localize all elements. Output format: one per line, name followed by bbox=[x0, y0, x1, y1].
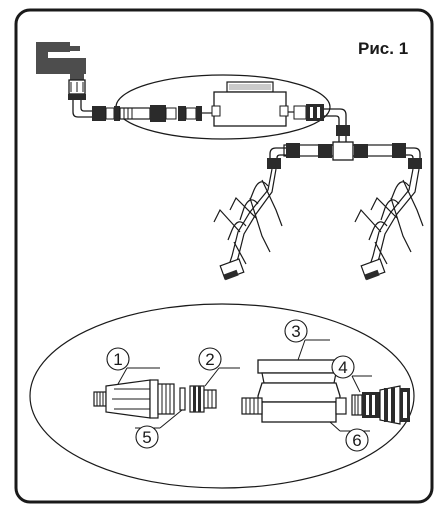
svg-text:1: 1 bbox=[113, 350, 122, 369]
drip-stake-cluster-right bbox=[354, 168, 424, 281]
svg-text:2: 2 bbox=[205, 350, 214, 369]
svg-text:4: 4 bbox=[338, 358, 347, 377]
water-meter-small bbox=[211, 81, 289, 127]
callout-3: 3 bbox=[284, 319, 308, 343]
drip-stake-cluster-left bbox=[213, 168, 283, 281]
callout-1: 1 bbox=[106, 347, 130, 371]
part-2-adapter bbox=[189, 385, 217, 413]
callout-2: 2 bbox=[198, 347, 222, 371]
part-6-quick-coupler bbox=[379, 385, 410, 425]
figure-title: Рис. 1 bbox=[358, 39, 408, 58]
callout-leaders bbox=[117, 339, 372, 432]
quick-coupler-small bbox=[288, 104, 324, 121]
distribution-tee bbox=[283, 141, 406, 161]
faucet-icon bbox=[36, 42, 86, 80]
svg-text:6: 6 bbox=[352, 431, 361, 450]
part-5-washer bbox=[179, 387, 186, 411]
callout-4: 4 bbox=[331, 355, 355, 379]
tap-adapter bbox=[68, 79, 86, 100]
filter-small bbox=[119, 105, 177, 122]
exploded-view-ellipse bbox=[29, 303, 415, 489]
svg-text:3: 3 bbox=[291, 322, 300, 341]
pipe-to-tee bbox=[324, 108, 347, 127]
hose-connector bbox=[92, 106, 120, 121]
part-1-filter bbox=[93, 379, 175, 419]
part-4-adapter bbox=[351, 392, 380, 418]
callout-5: 5 bbox=[135, 425, 159, 449]
adapter-small bbox=[178, 106, 212, 121]
part-3-water-meter bbox=[241, 359, 347, 423]
callout-6: 6 bbox=[345, 428, 369, 452]
svg-text:5: 5 bbox=[142, 428, 151, 447]
supply-pipe bbox=[72, 100, 92, 118]
